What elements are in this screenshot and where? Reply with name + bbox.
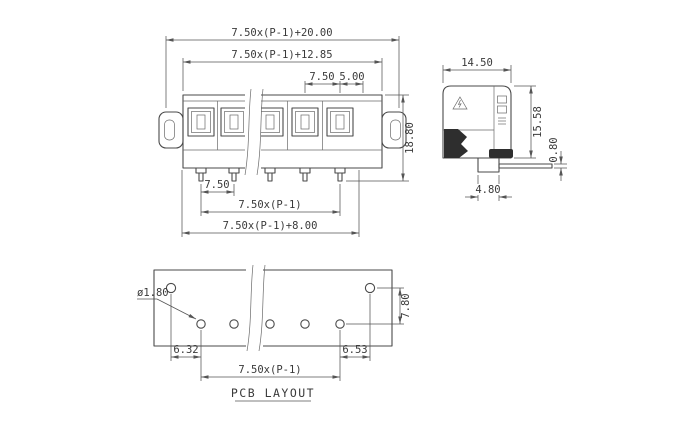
dim-text-foot-width: 4.80 (475, 184, 500, 196)
pcb-caption-text: PCB LAYOUT (231, 386, 315, 400)
terminal-window (187, 107, 215, 137)
side-view: 14.50 15.58 4.80 0.80 (442, 57, 567, 201)
dim-pin-pitch: 7.50 (200, 179, 235, 196)
dim-bottom-span: 7.50x(P-1)+8.00 (181, 170, 360, 237)
mounting-ear-right (381, 111, 407, 149)
dim-text-depth: 14.50 (461, 57, 493, 69)
dim-height: 18.80 (346, 94, 416, 182)
dim-text-height: 18.80 (404, 122, 416, 154)
terminal-window (291, 107, 319, 137)
dim-right-offset: 6.53 (339, 294, 371, 361)
wire-clamp-cavity (444, 129, 468, 158)
dim-text-right-offset: 6.53 (342, 344, 367, 356)
dim-text-pcb-pin-span: 7.50x(P-1) (238, 364, 301, 376)
dim-text-overall-top: 7.50x(P-1)+20.00 (231, 27, 332, 39)
mounting-hole (364, 282, 376, 294)
break-lines-pcb (246, 264, 266, 352)
brand-marking (489, 149, 513, 158)
pin-hole (196, 319, 206, 329)
mounting-ear-left (158, 111, 184, 149)
dim-text-pin-thickness: 0.80 (548, 137, 560, 162)
dim-text-left-offset: 6.32 (173, 344, 198, 356)
dim-text-side-height: 15.58 (532, 106, 544, 138)
terminal-window (326, 107, 354, 137)
dim-row-spacing: 7.80 (346, 287, 412, 325)
dim-text-pin-pitch: 7.50 (204, 179, 229, 191)
dim-pin-thickness: 0.80 (548, 137, 567, 181)
side-body (442, 85, 553, 173)
warning-triangle-icon (452, 96, 468, 110)
dim-foot-width: 4.80 (465, 175, 512, 201)
dim-body-width: 7.50x(P-1)+12.85 (182, 49, 383, 91)
break-lines-front (244, 87, 264, 177)
pcb-caption: PCB LAYOUT (231, 386, 315, 402)
dim-side-height: 15.58 (514, 85, 544, 159)
dim-overall-top: 7.50x(P-1)+20.00 (165, 27, 400, 108)
dim-pcb-pin-span: 7.50x(P-1) (200, 361, 341, 381)
dim-left-offset: 6.32 (170, 294, 202, 361)
dim-text-row-spacing: 7.80 (400, 293, 412, 318)
solder-pins-front (195, 167, 346, 182)
dim-text-hole-dia: ø1.80 (137, 287, 169, 299)
dim-text-body-width: 7.50x(P-1)+12.85 (231, 49, 332, 61)
dim-text-pin-span: 7.50x(P-1) (238, 199, 301, 211)
side-solder-pin (498, 163, 553, 169)
certification-marks (497, 95, 507, 125)
dim-text-bottom-span: 7.50x(P-1)+8.00 (223, 220, 318, 232)
side-foot (477, 157, 500, 173)
dim-text-pitch-top: 7.50 (309, 71, 334, 83)
mounting-hole (165, 282, 177, 294)
pin-hole (300, 319, 310, 329)
pcb-view: ø1.80 7.80 6.32 6.53 7.50x(P-1) (137, 264, 412, 402)
dim-pin-span: 7.50x(P-1) (200, 184, 341, 216)
dim-pitch-and-end: 7.50 5.00 (304, 71, 365, 93)
pin-hole (229, 319, 239, 329)
pin-hole (335, 319, 345, 329)
hole-diameter-callout: ø1.80 (137, 287, 197, 320)
terminal-window (220, 107, 248, 137)
pcb-outline (153, 269, 393, 347)
dim-text-end-offset: 5.00 (339, 71, 364, 83)
front-view: 7.50x(P-1)+20.00 7.50x(P-1)+12.85 7.50 5… (158, 27, 416, 237)
dim-depth: 14.50 (442, 57, 512, 83)
pin-hole (265, 319, 275, 329)
